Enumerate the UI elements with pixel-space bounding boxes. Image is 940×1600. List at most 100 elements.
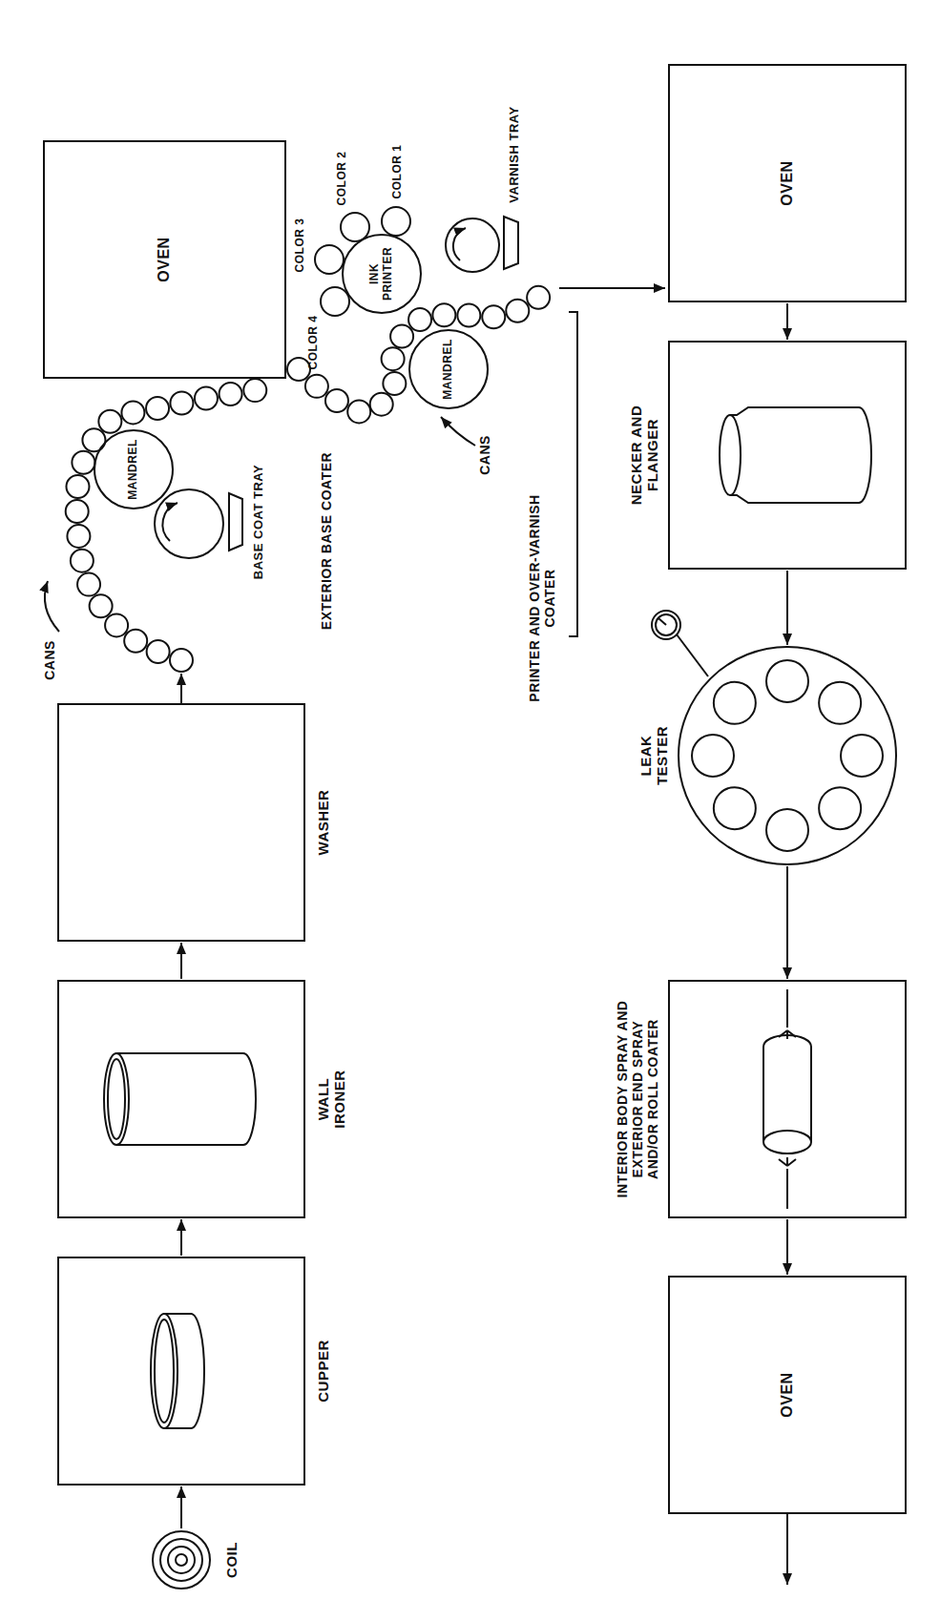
node-caption: LEAK TESTER	[637, 726, 671, 786]
coil-spiral	[152, 1531, 210, 1589]
flow-arrow	[180, 1486, 183, 1529]
node-text: OVEN	[778, 1372, 796, 1418]
can-circle	[219, 382, 243, 406]
node-caption: WASHER	[314, 790, 332, 857]
varnish-roller	[445, 218, 500, 272]
rotation-arrow	[453, 228, 466, 261]
part-label: COLOR 3	[293, 218, 308, 273]
can-circle	[370, 393, 394, 417]
can-circle	[766, 660, 809, 703]
can-circle	[66, 524, 90, 548]
node-text: INK PRINTER	[368, 247, 396, 301]
can-circle	[818, 682, 861, 725]
can-circle	[146, 640, 170, 664]
can-drawing	[104, 1053, 256, 1146]
can-circle	[104, 613, 128, 637]
can-circle	[766, 809, 809, 852]
node-caption: WALL IRONER	[314, 1069, 349, 1128]
can-circle	[121, 400, 145, 424]
node-caption: CUPPER	[314, 1339, 332, 1403]
rotation-arrow	[162, 502, 178, 542]
flow-arrow	[786, 1219, 789, 1275]
can-circle	[818, 787, 861, 830]
can-circle	[408, 308, 432, 332]
mandrel-wheel: MANDREL	[93, 429, 174, 510]
process-box: NECKER AND FLANGER	[668, 340, 907, 570]
can-circle	[347, 399, 371, 423]
spray-drawing	[763, 989, 812, 1210]
part-label: COLOR 4	[307, 315, 321, 371]
can-circle	[526, 286, 550, 310]
necked-can-drawing	[719, 407, 872, 503]
flow-arrow	[786, 866, 789, 980]
group-bracket	[568, 312, 578, 637]
process-box: INTERIOR BODY SPRAY AND EXTERIOR END SPR…	[668, 980, 907, 1219]
printer-wheel: INK PRINTER	[341, 233, 422, 314]
can-circle	[432, 303, 456, 327]
can-circle	[71, 451, 95, 475]
coat-tray	[229, 493, 243, 551]
part-label: BASE COAT TRAY	[251, 464, 267, 580]
can-circle	[382, 372, 406, 396]
can-circle	[124, 629, 147, 653]
node-text: MANDREL	[441, 338, 456, 400]
leak-station-cans	[691, 660, 883, 852]
can-circle	[305, 375, 329, 398]
node-caption: INTERIOR BODY SPRAY AND EXTERIOR END SPR…	[614, 998, 661, 1201]
can-circle	[713, 682, 756, 725]
flow-arrow	[180, 1219, 183, 1256]
can-chain	[65, 286, 550, 672]
can-circle	[70, 549, 94, 573]
varnish-tray	[503, 216, 519, 270]
leak-tester-wheel: LEAK TESTER	[677, 646, 898, 866]
flow-label: CANS	[41, 640, 58, 681]
flow-arrow	[559, 287, 666, 290]
direction-arrow	[440, 417, 476, 446]
can-circle	[169, 392, 193, 416]
can-circle	[381, 347, 405, 371]
direction-arrow	[44, 581, 60, 632]
pressure-gauge	[651, 610, 709, 677]
process-box: WALL IRONER	[57, 980, 306, 1219]
node-caption: NECKER AND FLANGER	[627, 397, 662, 513]
coil: COIL	[150, 1529, 212, 1591]
can-circle	[77, 573, 101, 597]
flow-arrow	[180, 673, 183, 704]
node-caption: COIL	[223, 1542, 240, 1579]
can-circle	[89, 594, 113, 618]
part-label: COLOR 2	[335, 151, 350, 207]
station-label: EXTERIOR BASE COATER	[318, 452, 335, 630]
node-text: OVEN	[778, 160, 796, 206]
can-circle	[65, 475, 89, 499]
mandrel-wheel: MANDREL	[408, 329, 489, 410]
oven-box: OVEN	[42, 140, 287, 379]
station-label: PRINTER AND OVER-VARNISH COATER	[526, 484, 558, 712]
oven-box: OVEN	[668, 1275, 907, 1515]
flow-arrow	[786, 570, 789, 646]
can-circle	[243, 378, 267, 402]
flow-arrow	[786, 303, 789, 340]
coater-roller	[154, 489, 224, 559]
can-circle	[65, 500, 89, 523]
process-box: WASHER	[57, 703, 306, 942]
can-circle	[840, 734, 883, 777]
oven-box: OVEN	[668, 63, 907, 303]
color-station	[314, 207, 411, 316]
part-label: VARNISH TRAY	[507, 105, 523, 203]
can-circle	[457, 303, 481, 327]
can-circle	[169, 648, 193, 672]
can-circle	[325, 389, 349, 413]
flow-arrow	[786, 1514, 789, 1586]
process-box: CUPPER	[57, 1256, 306, 1486]
flow-arrow	[180, 942, 183, 980]
can-circle	[505, 299, 529, 323]
can-circle	[146, 396, 169, 420]
can-circle	[481, 305, 505, 329]
can-circle	[98, 410, 122, 434]
cup-drawing	[150, 1314, 205, 1429]
part-label: COLOR 1	[391, 145, 405, 200]
